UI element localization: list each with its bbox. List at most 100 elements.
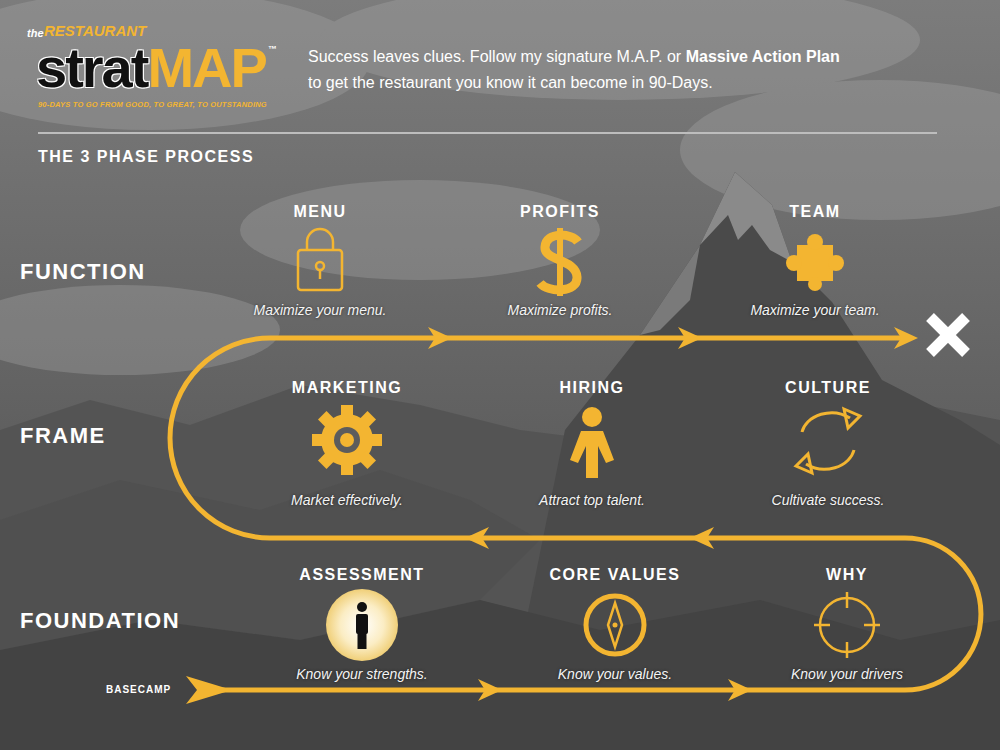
step-heading: TEAM	[750, 203, 879, 221]
process-step: HIRING Attract top talent.	[539, 379, 645, 508]
gear-icon	[312, 405, 382, 475]
step-heading: WHY	[791, 566, 903, 584]
compass-ring	[586, 596, 644, 654]
arrowhead	[678, 327, 702, 349]
intro-text: Success leaves clues. Follow my signatur…	[308, 48, 681, 65]
foreground-ridge	[0, 600, 1000, 750]
gear-tooth	[368, 434, 382, 446]
process-step: CULTURE Cultivate success.	[772, 379, 885, 508]
step-caption: Know your values.	[550, 666, 681, 682]
step-heading: MARKETING	[291, 379, 403, 397]
process-step: PROFITSMaximize profits.	[507, 203, 612, 318]
icon-space	[539, 397, 645, 492]
lock-keyhole	[319, 270, 322, 279]
person-head	[582, 407, 602, 427]
step-caption: Attract top talent.	[539, 492, 645, 508]
icon-space	[296, 584, 428, 666]
gear-hub	[340, 433, 354, 447]
cycle-arrowhead	[844, 409, 860, 428]
puzzle-knob	[828, 255, 844, 271]
path-arrowheads	[186, 327, 918, 704]
icon-space	[750, 221, 879, 302]
arrowhead	[428, 327, 452, 349]
step-heading: CULTURE	[772, 379, 885, 397]
logo-map: MAP	[147, 40, 265, 96]
person-icon	[570, 407, 614, 478]
puzzle-knob	[786, 255, 802, 271]
icon-space	[507, 221, 612, 302]
lock-icon	[298, 229, 342, 290]
icon-space	[550, 584, 681, 666]
compass-pivot	[613, 623, 618, 628]
puzzle-icon	[786, 234, 844, 291]
crosshair-tick	[846, 592, 849, 608]
step-heading: HIRING	[539, 379, 645, 397]
cycle-arrowhead	[796, 454, 812, 473]
process-step: MENUMaximize your menu.	[253, 203, 386, 318]
start-arrowhead	[186, 676, 232, 704]
cycle-arc	[806, 450, 854, 469]
peak-snow	[640, 245, 700, 335]
puzzle-knob	[807, 234, 823, 250]
step-caption: Maximize your team.	[750, 302, 879, 318]
arrowhead	[478, 679, 502, 701]
step-heading: CORE VALUES	[550, 566, 681, 584]
gear-tooth	[312, 434, 326, 446]
crosshair-tick	[846, 642, 849, 658]
logo-tagline: 90-DAYS TO GO FROM GOOD, TO GREAT, TO OU…	[38, 101, 267, 110]
gear-tooth	[341, 461, 353, 475]
lock-body	[298, 250, 342, 290]
header-rule	[38, 132, 937, 134]
cycle-arc	[802, 413, 850, 432]
step-caption: Know your drivers	[791, 666, 903, 682]
cloud	[240, 180, 600, 280]
lock-keyhole	[316, 262, 324, 270]
trademark-mark: ™	[268, 44, 277, 54]
logo-the: the	[27, 27, 44, 40]
gear-hole	[334, 427, 360, 453]
gear-tooth	[341, 405, 353, 419]
cloud-group	[0, 0, 1000, 375]
step-caption: Maximize your menu.	[253, 302, 386, 318]
arrowhead	[465, 527, 489, 549]
icon-space	[772, 397, 885, 492]
cloud	[0, 0, 370, 130]
step-caption: Market effectively.	[291, 492, 403, 508]
process-step: WHY Know your drivers	[791, 566, 903, 682]
gear-tooth	[318, 411, 336, 429]
icon-space	[791, 584, 903, 666]
dollar-curve	[540, 235, 578, 290]
phase-label: FRAME	[20, 423, 106, 448]
cycle-icon	[796, 409, 860, 473]
basecamp-label: BASECAMP	[106, 684, 171, 696]
x-stroke	[930, 317, 966, 353]
assessment-icon	[326, 589, 398, 661]
section-heading: THE 3 PHASE PROCESS	[38, 148, 254, 166]
snake-path	[170, 338, 981, 690]
process-step: ASSESSMENT Know your strengths.	[296, 566, 428, 682]
step-caption: Know your strengths.	[296, 666, 428, 682]
intro-emphasis: Massive Action Plan	[686, 48, 840, 65]
finish-x-mark	[930, 317, 966, 353]
step-caption: Cultivate success.	[772, 492, 885, 508]
step-caption: Maximize profits.	[507, 302, 612, 318]
dollar-icon	[540, 228, 578, 296]
compass-icon	[586, 596, 644, 654]
intro-paragraph: Success leaves clues. Follow my signatur…	[308, 44, 948, 96]
step-heading: ASSESSMENT	[296, 566, 428, 584]
crosshair-icon	[814, 592, 880, 658]
gear-tooth	[358, 411, 376, 429]
arrowhead	[728, 679, 752, 701]
process-step: CORE VALUES Know your values.	[550, 566, 681, 682]
assessment-disc	[326, 589, 398, 661]
phase-label: FOUNDATION	[20, 608, 180, 633]
compass-needle	[608, 603, 622, 647]
arrowhead	[690, 527, 714, 549]
puzzle-knob	[808, 277, 822, 291]
gear-tooth	[358, 451, 376, 469]
puzzle-body	[797, 245, 833, 281]
icon-space	[291, 397, 403, 492]
process-step: MARKETING Market effectively.	[291, 379, 403, 508]
